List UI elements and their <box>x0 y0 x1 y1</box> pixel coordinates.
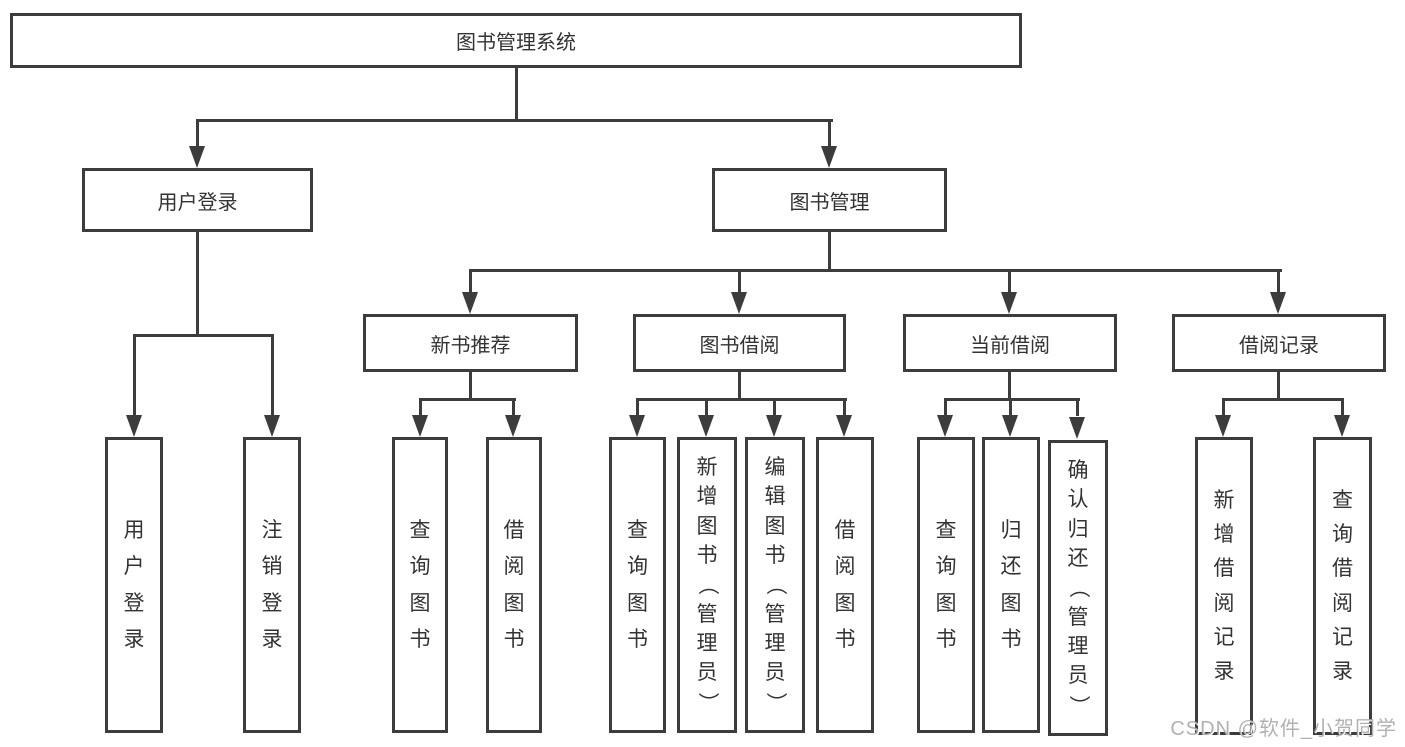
arrow-down-icon <box>505 415 521 437</box>
leaf-borrow-borrow: 借阅图书 <box>816 437 874 733</box>
arrow-down-icon <box>766 415 782 437</box>
leaf-newbooks-borrow-label: 借阅图书 <box>503 518 525 651</box>
node-borrow-records: 借阅记录 <box>1172 314 1386 372</box>
leaf-user-login-label: 用户登录 <box>123 518 145 651</box>
arrow-down-icon <box>821 146 837 168</box>
arrow-down-icon <box>1215 415 1231 437</box>
arrow-down-icon <box>126 415 142 437</box>
connector-line <box>843 398 846 416</box>
connector-line <box>133 334 136 416</box>
connector-line <box>828 230 831 272</box>
connector-line <box>636 398 639 416</box>
node-root: 图书管理系统 <box>10 13 1022 68</box>
arrow-down-icon <box>731 292 747 314</box>
node-new-books-label: 新书推荐 <box>430 334 511 357</box>
arrow-down-icon <box>1002 415 1018 437</box>
leaf-records-query: 查询借阅记录 <box>1313 437 1372 735</box>
leaf-current-return: 归还图书 <box>982 437 1040 733</box>
node-new-books: 新书推荐 <box>363 314 578 372</box>
connector-line <box>133 334 274 337</box>
connector-line <box>1008 269 1011 295</box>
leaf-borrow-add-admin: 新增图书（管理员） <box>677 437 737 733</box>
connector-line <box>469 269 472 295</box>
leaf-current-query: 查询图书 <box>917 437 975 733</box>
leaf-newbooks-query: 查询图书 <box>392 437 448 733</box>
connector-line <box>945 398 1080 401</box>
connector-line <box>944 398 947 416</box>
leaf-newbooks-borrow: 借阅图书 <box>486 437 542 733</box>
leaf-newbooks-query-label: 查询图书 <box>409 518 431 651</box>
connector-line <box>1222 398 1225 416</box>
node-current-borrow-label: 当前借阅 <box>970 334 1050 357</box>
connector-line <box>738 269 741 295</box>
leaf-borrow-add-admin-label: 新增图书（管理员） <box>695 456 719 713</box>
connector-line <box>1008 370 1011 401</box>
connector-line <box>196 119 199 147</box>
connector-line <box>1277 370 1280 401</box>
connector-line <box>469 370 472 401</box>
connector-line <box>1076 398 1079 416</box>
arrow-down-icon <box>937 415 953 437</box>
connector-line <box>773 398 776 416</box>
connector-line <box>419 398 516 401</box>
leaf-logout-label: 注销登录 <box>261 518 283 651</box>
connector-line <box>515 66 518 121</box>
node-user-login: 用户登录 <box>82 168 313 232</box>
arrow-down-icon <box>698 415 714 437</box>
connector-line <box>1341 398 1344 416</box>
connector-line <box>1009 398 1012 416</box>
connector-line <box>419 398 422 416</box>
arrow-down-icon <box>412 415 428 437</box>
arrow-down-icon <box>1270 292 1286 314</box>
connector-line <box>1222 398 1344 401</box>
leaf-current-confirm-admin: 确认归还（管理员） <box>1048 440 1108 736</box>
leaf-borrow-borrow-label: 借阅图书 <box>834 518 856 651</box>
arrow-down-icon <box>462 292 478 314</box>
leaf-borrow-query: 查询图书 <box>609 437 666 733</box>
arrow-down-icon <box>629 415 645 437</box>
connector-line <box>705 398 708 416</box>
node-root-label: 图书管理系统 <box>456 32 576 54</box>
leaf-records-query-label: 查询借阅记录 <box>1332 488 1353 684</box>
leaf-records-add-label: 新增借阅记录 <box>1213 488 1235 684</box>
leaf-records-add: 新增借阅记录 <box>1195 437 1253 735</box>
connector-line <box>738 370 741 401</box>
arrow-down-icon <box>189 146 205 168</box>
leaf-borrow-query-label: 查询图书 <box>627 518 648 651</box>
node-book-borrow: 图书借阅 <box>633 314 846 372</box>
node-current-borrow: 当前借阅 <box>903 314 1117 372</box>
leaf-current-return-label: 归还图书 <box>1000 518 1022 651</box>
node-book-borrow-label: 图书借阅 <box>699 334 780 357</box>
connector-line <box>469 269 1282 272</box>
arrow-down-icon <box>1001 292 1017 314</box>
connector-line <box>1277 269 1280 295</box>
node-book-mgmt-label: 图书管理 <box>789 191 870 214</box>
leaf-borrow-edit-admin: 编辑图书（管理员） <box>745 437 805 733</box>
connector-line <box>828 119 831 147</box>
arrow-down-icon <box>1069 417 1085 439</box>
leaf-logout: 注销登录 <box>243 437 301 733</box>
node-book-mgmt: 图书管理 <box>712 168 947 232</box>
leaf-current-confirm-admin-label: 确认归还（管理员） <box>1066 459 1090 716</box>
connector-line <box>196 119 833 122</box>
connector-line <box>512 398 515 416</box>
arrow-down-icon <box>264 415 280 437</box>
leaf-user-login: 用户登录 <box>105 437 163 733</box>
leaf-borrow-edit-admin-label: 编辑图书（管理员） <box>763 456 787 713</box>
arrow-down-icon <box>836 415 852 437</box>
node-user-login-label: 用户登录 <box>157 191 238 214</box>
connector-line <box>636 398 847 401</box>
connector-line <box>271 334 274 416</box>
node-borrow-records-label: 借阅记录 <box>1239 334 1319 357</box>
leaf-current-query-label: 查询图书 <box>935 518 957 651</box>
connector-line <box>196 230 199 337</box>
arrow-down-icon <box>1334 415 1350 437</box>
